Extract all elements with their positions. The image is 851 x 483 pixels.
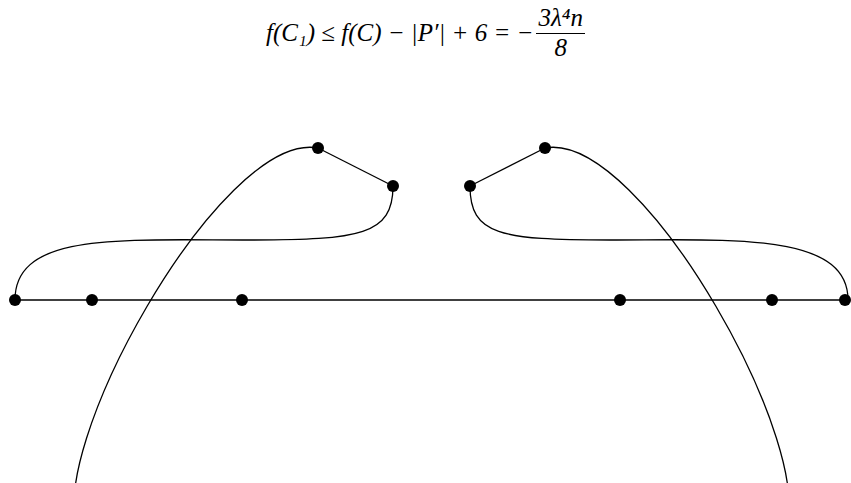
curve-edge xyxy=(470,186,848,300)
vertex xyxy=(464,180,476,192)
vertex xyxy=(9,294,21,306)
vertex xyxy=(614,294,626,306)
vertex xyxy=(766,294,778,306)
formula-text: 8 xyxy=(554,34,567,63)
edge xyxy=(318,148,393,186)
edge xyxy=(470,148,545,186)
curve-edge xyxy=(545,147,789,483)
formula: f(C₁) ≤ f(C) − |P′| + 6 = −3λ⁴n8 xyxy=(0,4,851,63)
fraction: 3λ⁴n8 xyxy=(536,4,585,63)
vertex xyxy=(236,294,248,306)
formula-text: f(C₁) ≤ f(C) − |P′| + 6 = − xyxy=(266,19,533,47)
vertex xyxy=(387,180,399,192)
vertex xyxy=(539,142,551,154)
vertex xyxy=(312,142,324,154)
vertex xyxy=(86,294,98,306)
vertex xyxy=(839,294,851,306)
formula-text: 3λ⁴n xyxy=(536,4,585,34)
curve-edge xyxy=(74,147,318,483)
path-edge xyxy=(15,299,848,300)
curve-edge xyxy=(15,186,393,300)
